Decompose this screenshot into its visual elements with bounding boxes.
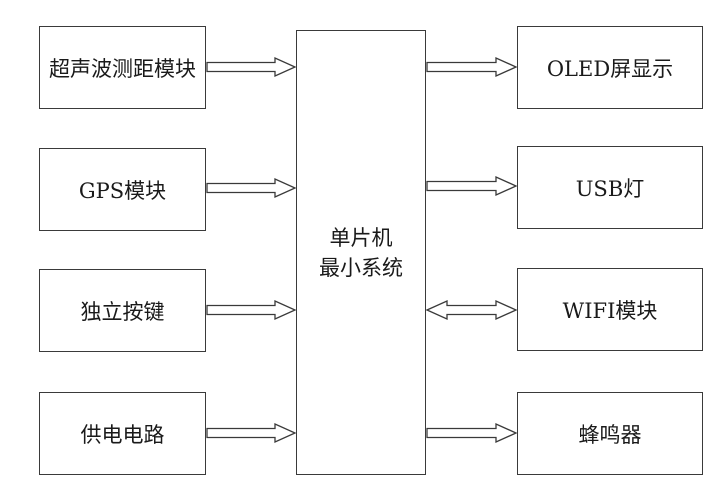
right-module-label: USB灯: [575, 176, 645, 201]
arrow-left-0: [206, 56, 297, 78]
left-module-label: 供电电路: [80, 422, 165, 447]
right-module-oled: OLED屏显示: [517, 26, 703, 109]
arrow-right-0: [426, 56, 518, 78]
left-module-keys: 独立按键: [39, 269, 206, 352]
right-module-label: 蜂鸣器: [578, 422, 642, 447]
left-module-label: 超声波测距模块: [49, 56, 196, 81]
left-module-gps: GPS模块: [39, 148, 206, 231]
arrow-right-2: [425, 299, 518, 321]
arrow-right-1: [426, 175, 518, 197]
mcu-label-line2: 最小系统: [319, 255, 403, 280]
right-module-label: WIFI模块: [562, 298, 658, 323]
left-module-ultrasonic: 超声波测距模块: [39, 26, 206, 109]
left-module-label: 独立按键: [80, 299, 165, 324]
right-module-usb-lamp: USB灯: [517, 146, 703, 229]
right-module-label: OLED屏显示: [546, 56, 674, 81]
mcu-minimum-system: 单片机 最小系统: [296, 30, 426, 475]
arrow-right-3: [426, 422, 518, 444]
arrow-left-1: [206, 177, 297, 199]
left-module-label: GPS模块: [78, 178, 167, 203]
mcu-label-line1: 单片机: [329, 225, 393, 250]
arrow-left-3: [206, 422, 297, 444]
arrow-left-2: [206, 299, 297, 321]
right-module-buzzer: 蜂鸣器: [517, 392, 703, 475]
left-module-power: 供电电路: [39, 392, 206, 475]
right-module-wifi: WIFI模块: [517, 268, 703, 351]
